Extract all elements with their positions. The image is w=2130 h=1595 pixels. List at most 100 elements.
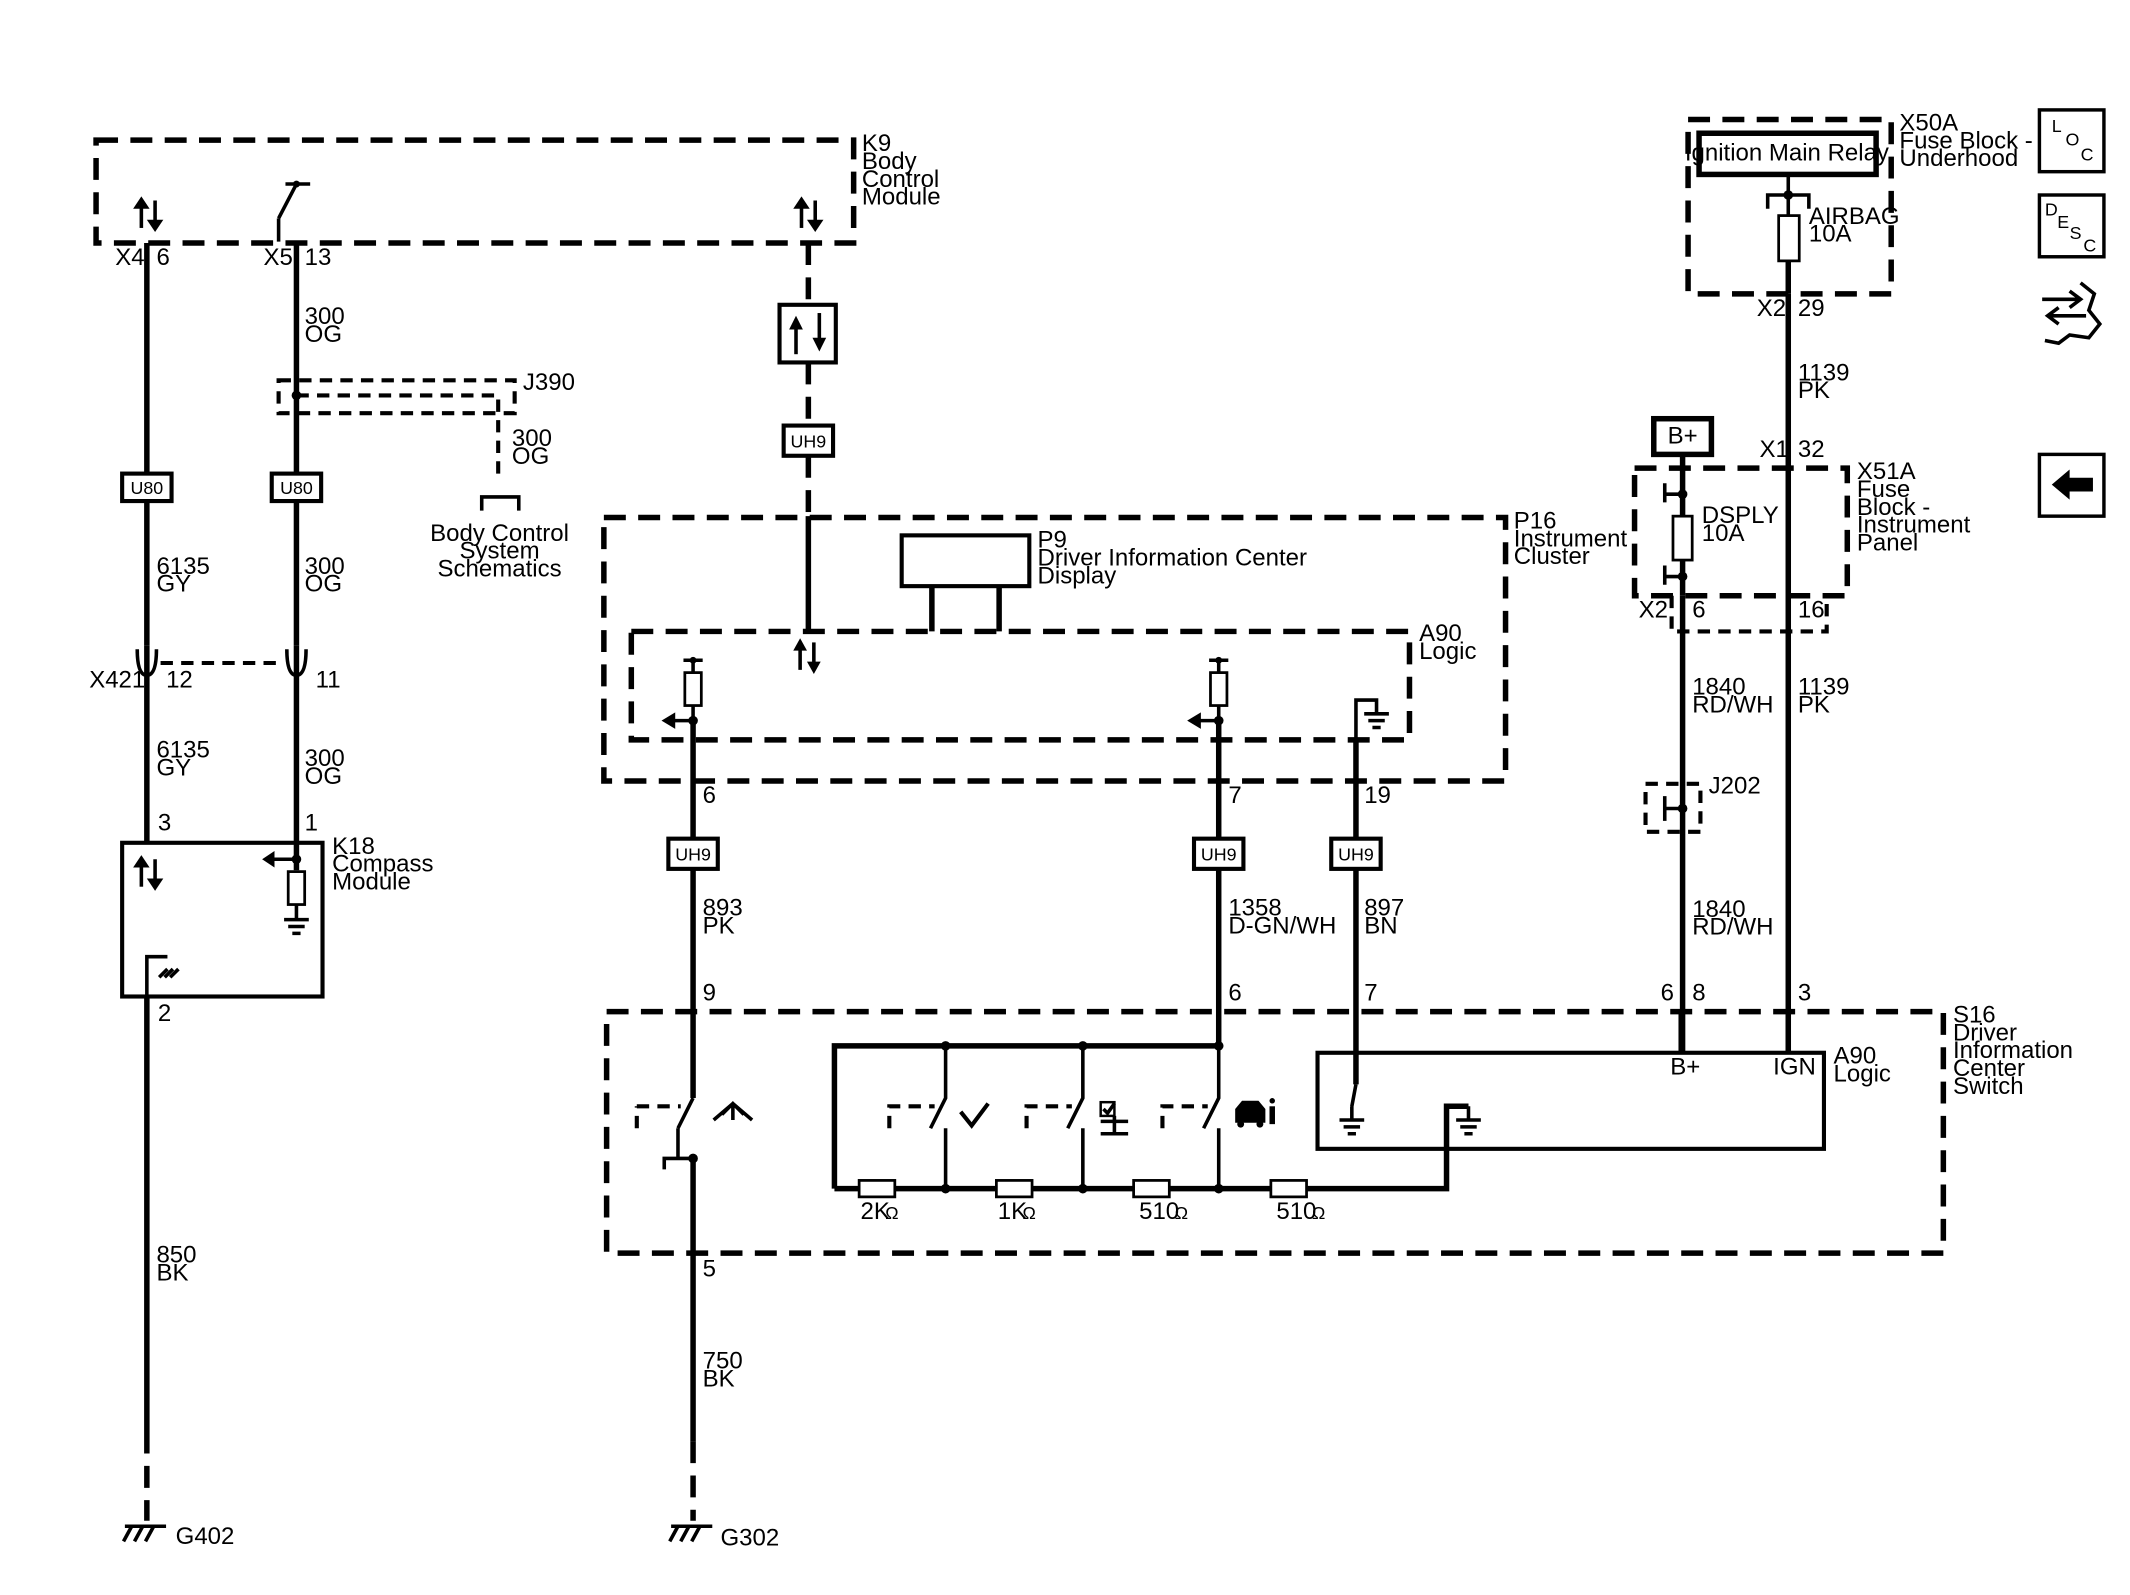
pin-s16-6: 6 xyxy=(1228,980,1241,1007)
u80-label: U80 xyxy=(280,478,313,498)
fuse-dsply-name: DSPLY xyxy=(1702,502,1779,529)
p16-label-3: Cluster xyxy=(1514,543,1590,570)
data-arrow-icon xyxy=(793,638,821,674)
desc-letter: C xyxy=(2083,235,2096,255)
module-s16-dic-switch xyxy=(603,1008,1947,1256)
battery-bplus: B+ xyxy=(1651,415,1715,469)
wire-850-num: 850 xyxy=(156,1242,196,1269)
wire-850-color: BK xyxy=(156,1260,188,1287)
bcs-label-3: Schematics xyxy=(438,556,562,583)
data-arrow-icon xyxy=(793,196,824,233)
wire-300-color: OG xyxy=(305,763,342,790)
loc-letter: C xyxy=(2081,145,2094,165)
k9-label-3: Control xyxy=(862,166,939,193)
circuit-893: UH9 xyxy=(666,720,720,1011)
x51a-label-4: Instrument xyxy=(1857,512,1971,539)
module-x50a-fuse-block: Ignition Main Relay xyxy=(1685,116,1894,297)
wire-1139-num: 1139 xyxy=(1798,674,1850,701)
ohm-symbol: Ω xyxy=(1312,1203,1325,1223)
pin-x421-12: 12 xyxy=(166,667,193,694)
loc-button[interactable]: L O C xyxy=(2037,108,2106,174)
wire-1139-num: 1139 xyxy=(1798,359,1850,386)
resistor-2k: 2K xyxy=(861,1198,890,1225)
wire-300-num: 300 xyxy=(305,553,345,580)
wire-1840-num: 1840 xyxy=(1692,674,1745,701)
x50a-label-1: X50A xyxy=(1899,110,1958,137)
ohm-symbol: Ω xyxy=(1175,1203,1188,1223)
wire-300-color: OG xyxy=(305,321,342,348)
s16-label-1: S16 xyxy=(1953,1002,1996,1029)
pin-p16-6: 6 xyxy=(703,782,716,809)
wire-300-num: 300 xyxy=(512,425,552,452)
uh9-label: UH9 xyxy=(791,432,827,452)
menu-list-icon xyxy=(1099,1100,1129,1136)
circuit-897: UH9 xyxy=(1329,739,1383,1085)
fuse-dsply-rating: 10A xyxy=(1702,520,1745,547)
back-button[interactable] xyxy=(2037,452,2106,518)
pin-x421-11: 11 xyxy=(316,667,341,694)
wire-750-num: 750 xyxy=(703,1347,743,1374)
pin-x2-16: 16 xyxy=(1798,597,1825,624)
wire-1358-color: D-GN/WH xyxy=(1228,912,1336,939)
wire-1358-num: 1358 xyxy=(1228,895,1281,922)
pin-x5-13: 13 xyxy=(305,244,332,271)
bplus-label: B+ xyxy=(1668,422,1698,449)
loc-letter: O xyxy=(2065,130,2079,150)
x50a-label-2: Fuse Block - xyxy=(1899,127,2032,154)
wire-750-color: BK xyxy=(703,1365,735,1392)
desc-button[interactable]: D E S C xyxy=(2037,193,2106,259)
uh9-label: UH9 xyxy=(675,845,711,865)
conn-x1: X1 xyxy=(1759,436,1788,463)
select-check-icon xyxy=(959,1102,990,1129)
circuit-300: U80 xyxy=(269,243,324,843)
data-arrow-icon xyxy=(133,196,164,233)
switch-input-icon xyxy=(276,180,311,242)
x51a-label-2: Fuse xyxy=(1857,476,1910,503)
bcs-label-2: System xyxy=(460,538,540,565)
conn-x2: X2 xyxy=(1757,295,1786,322)
pullup-input-icon xyxy=(661,656,703,729)
wire-6135-num: 6135 xyxy=(156,737,209,764)
ignition-main-relay: Ignition Main Relay xyxy=(1685,140,1889,167)
p16-label-2: Instrument xyxy=(1514,525,1628,552)
uh9-label: UH9 xyxy=(1201,845,1237,865)
wire-1840-color: RD/WH xyxy=(1692,914,1773,941)
circuit-850 xyxy=(121,996,167,1543)
module-k9-body-control: K9 Body Control Module xyxy=(93,130,941,246)
k18-label-3: Module xyxy=(332,868,411,895)
conn-x421: X421 xyxy=(89,667,145,694)
wire-300-num: 300 xyxy=(305,303,345,330)
x51a-label-3: Block - xyxy=(1857,494,1930,521)
s16-label-5: Switch xyxy=(1953,1073,2024,1100)
a90-cluster-label-2: Logic xyxy=(1419,638,1476,665)
k9-label-1: K9 xyxy=(862,130,891,157)
wire-6135-num: 6135 xyxy=(156,553,209,580)
j390-label: J390 xyxy=(523,369,575,396)
wire-300-color: OG xyxy=(512,443,549,470)
a90-switch-label-1: A90 xyxy=(1834,1043,1877,1070)
pin-x2-6: 6 xyxy=(1692,597,1705,624)
desc-letter: E xyxy=(2057,212,2069,232)
ohm-symbol: Ω xyxy=(1022,1203,1035,1223)
pin-x1-32: 32 xyxy=(1798,436,1825,463)
pin-k18-3: 3 xyxy=(158,809,171,836)
pin-k18-2: 2 xyxy=(158,1000,171,1027)
circuit-6135: U80 xyxy=(120,243,174,843)
pullup-input-icon xyxy=(1187,656,1229,729)
s16-label-4: Center xyxy=(1953,1055,2025,1082)
j202-label: J202 xyxy=(1709,772,1761,799)
ground-g302: G302 xyxy=(721,1524,780,1551)
pin-p16-19: 19 xyxy=(1364,782,1391,809)
pin-p16-7: 7 xyxy=(1228,782,1241,809)
pin-x2-29: 29 xyxy=(1798,295,1825,322)
pin-s16-9: 9 xyxy=(703,980,716,1007)
k18-label-2: Compass xyxy=(332,851,433,878)
fuse-airbag-name: AIRBAG xyxy=(1809,203,1900,230)
wire-1840-num: 1840 xyxy=(1692,896,1745,923)
k9-label-2: Body xyxy=(862,148,917,175)
pin-k18-1: 1 xyxy=(305,809,318,836)
p16-label-1: P16 xyxy=(1514,508,1557,535)
diagnostic-wrench-icon[interactable] xyxy=(2042,281,2103,346)
pin-s16-8: 8 xyxy=(1692,980,1705,1007)
